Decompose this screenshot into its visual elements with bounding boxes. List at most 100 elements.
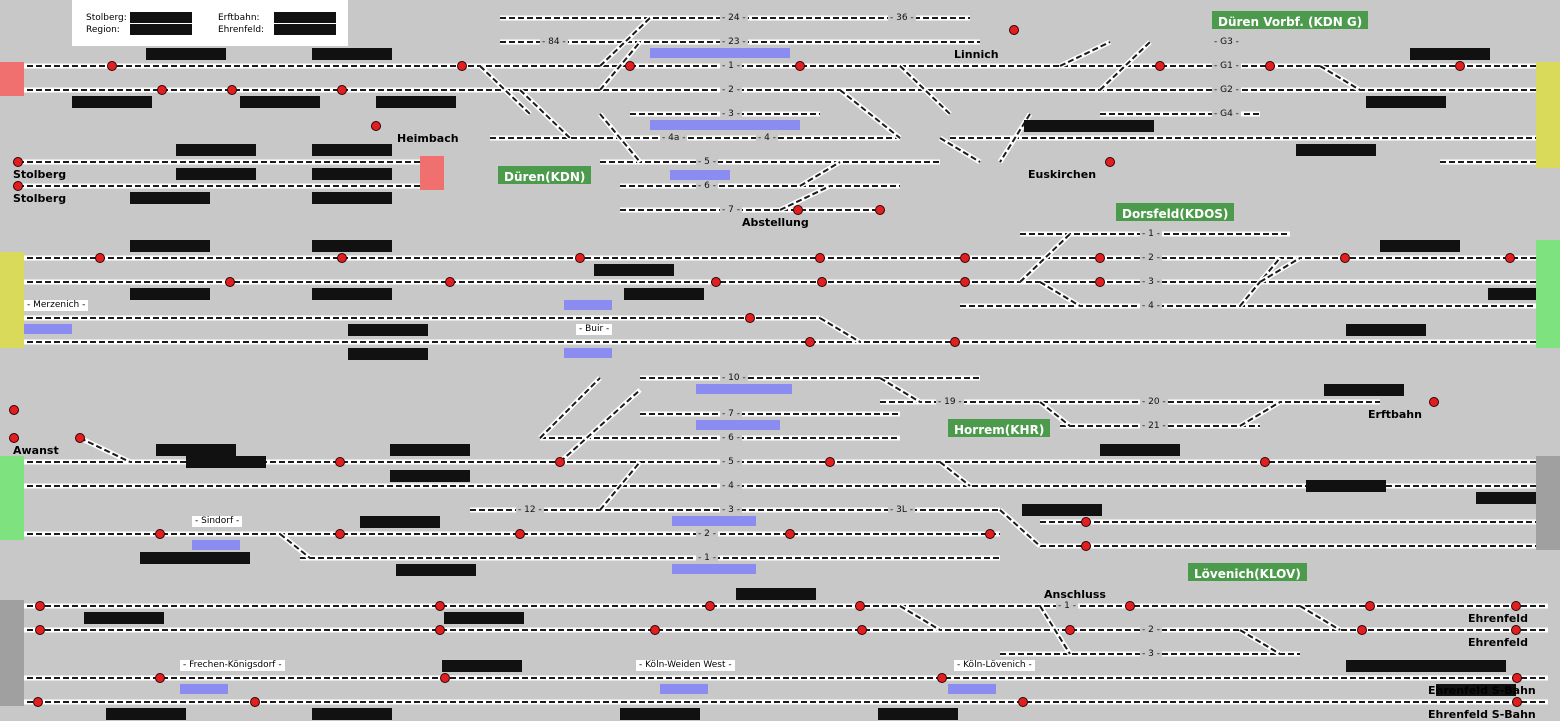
- track-horrem-10[interactable]: - 10 -: [720, 373, 748, 383]
- signal-red-37[interactable]: [1081, 517, 1091, 527]
- signal-red-15[interactable]: [1095, 253, 1105, 263]
- edge-indicator-west-red[interactable]: [0, 62, 24, 96]
- signal-red-14[interactable]: [960, 253, 970, 263]
- track-dorsfeld-1[interactable]: - 1 -: [1140, 229, 1162, 239]
- station-dueren-vorbf[interactable]: Düren Vorbf. (KDN G): [1212, 11, 1369, 29]
- track-crossover-30[interactable]: [1039, 605, 1071, 655]
- track-crossover-9[interactable]: [1319, 65, 1361, 91]
- track-crossover-18[interactable]: [819, 317, 861, 343]
- track-horrem-20[interactable]: - 20 -: [1140, 397, 1168, 407]
- track-g1[interactable]: - G1 -: [1212, 61, 1241, 71]
- signal-red-16[interactable]: [1340, 253, 1350, 263]
- track-g3[interactable]: - G3 -: [1212, 37, 1241, 47]
- signal-red-35[interactable]: [785, 529, 795, 539]
- track-crossover-0[interactable]: [599, 17, 651, 67]
- track-36[interactable]: - 36 -: [888, 13, 916, 23]
- signal-red-13[interactable]: [815, 253, 825, 263]
- track-crossover-13[interactable]: [779, 185, 831, 211]
- track-crossover-32[interactable]: [1299, 605, 1341, 631]
- track-horrem-2[interactable]: - 2 -: [696, 529, 718, 539]
- signal-red-69[interactable]: [13, 157, 23, 167]
- track-crossover-2[interactable]: [479, 65, 531, 115]
- signal-red-39[interactable]: [35, 601, 45, 611]
- signal-red-70[interactable]: [13, 181, 23, 191]
- signal-red-8[interactable]: [1265, 61, 1275, 71]
- track-crossover-17[interactable]: [1259, 257, 1301, 283]
- signal-red-2[interactable]: [227, 85, 237, 95]
- signal-red-1[interactable]: [157, 85, 167, 95]
- signal-red-33[interactable]: [335, 529, 345, 539]
- edge-indicator-west-grey[interactable]: [0, 600, 24, 706]
- track-g4[interactable]: - G4 -: [1212, 109, 1241, 119]
- signal-red-51[interactable]: [1357, 625, 1367, 635]
- signal-red-66[interactable]: [875, 205, 885, 215]
- track-dorsfeld-2[interactable]: - 2 -: [1140, 253, 1162, 263]
- track-horrem-1[interactable]: - 1 -: [696, 553, 718, 563]
- signal-red-9[interactable]: [1455, 61, 1465, 71]
- signal-red-47[interactable]: [435, 625, 445, 635]
- edge-indicator-west-red-2[interactable]: [420, 156, 444, 190]
- track-crossover-22[interactable]: [879, 377, 921, 403]
- signal-red-28[interactable]: [335, 457, 345, 467]
- signal-red-4[interactable]: [457, 61, 467, 71]
- signal-red-56[interactable]: [1512, 673, 1522, 683]
- track-23[interactable]: - 23 -: [720, 37, 748, 47]
- signal-red-53[interactable]: [155, 673, 165, 683]
- track-loevenich-3[interactable]: - 3 -: [1140, 649, 1162, 659]
- track-horrem-19[interactable]: - 19 -: [936, 397, 964, 407]
- signal-red-27[interactable]: [75, 433, 85, 443]
- signal-red-52[interactable]: [1511, 625, 1521, 635]
- track-crossover-25[interactable]: [79, 437, 131, 463]
- station-dorsfeld[interactable]: Dorsfeld(KDOS): [1116, 203, 1235, 221]
- signal-red-59[interactable]: [1018, 697, 1028, 707]
- signal-red-55[interactable]: [937, 673, 947, 683]
- signal-red-26[interactable]: [950, 337, 960, 347]
- track-crossover-6[interactable]: [899, 65, 951, 115]
- track-crossover-11[interactable]: [939, 137, 981, 163]
- signal-red-46[interactable]: [35, 625, 45, 635]
- track-g2[interactable]: - G2 -: [1212, 85, 1241, 95]
- signal-red-23[interactable]: [1095, 277, 1105, 287]
- signal-red-17[interactable]: [1505, 253, 1515, 263]
- track-4[interactable]: - 4 -: [756, 133, 778, 143]
- signal-red-31[interactable]: [1260, 457, 1270, 467]
- edge-indicator-east-grey[interactable]: [1536, 456, 1560, 550]
- track-loevenich-2[interactable]: - 2 -: [1140, 625, 1162, 635]
- track-crossover-24[interactable]: [1239, 401, 1281, 427]
- track-6[interactable]: - 6 -: [696, 181, 718, 191]
- track-dorsfeld-4[interactable]: - 4 -: [1140, 301, 1162, 311]
- signal-red-43[interactable]: [1125, 601, 1135, 611]
- signal-red-20[interactable]: [711, 277, 721, 287]
- track-loevenich-1[interactable]: - 1 -: [1056, 601, 1078, 611]
- track-crossover-8[interactable]: [1099, 41, 1151, 91]
- signal-red-22[interactable]: [960, 277, 970, 287]
- signal-red-42[interactable]: [855, 601, 865, 611]
- signal-red-65[interactable]: [1105, 157, 1115, 167]
- track-horrem-4[interactable]: - 4 -: [720, 481, 742, 491]
- track-crossover-23[interactable]: [1039, 401, 1071, 427]
- track-4a[interactable]: - 4a -: [660, 133, 688, 143]
- track-crossover-4[interactable]: [599, 113, 641, 163]
- track-horrem-3l[interactable]: - 3L -: [888, 505, 915, 515]
- signal-red-24[interactable]: [745, 313, 755, 323]
- signal-red-38[interactable]: [1081, 541, 1091, 551]
- signal-red-48[interactable]: [650, 625, 660, 635]
- track-dorsfeld-3[interactable]: - 3 -: [1140, 277, 1162, 287]
- track-horrem-3[interactable]: - 3 -: [720, 505, 742, 515]
- signal-red-6[interactable]: [795, 61, 805, 71]
- track-crossover-15[interactable]: [1039, 281, 1081, 307]
- signal-red-45[interactable]: [1511, 601, 1521, 611]
- signal-red-5[interactable]: [625, 61, 635, 71]
- track-5[interactable]: - 5 -: [696, 157, 718, 167]
- track-crossover-5[interactable]: [839, 89, 901, 139]
- track-2[interactable]: - 2 -: [720, 85, 742, 95]
- edge-indicator-west-yellow[interactable]: [0, 252, 24, 348]
- track-crossover-14[interactable]: [1019, 233, 1071, 283]
- track-crossover-31[interactable]: [1239, 629, 1281, 655]
- track-crossover-26[interactable]: [279, 533, 311, 559]
- signal-red-54[interactable]: [440, 673, 450, 683]
- track-crossover-12[interactable]: [799, 161, 841, 187]
- signal-red-32[interactable]: [155, 529, 165, 539]
- signal-red-0[interactable]: [107, 61, 117, 71]
- signal-red-11[interactable]: [337, 253, 347, 263]
